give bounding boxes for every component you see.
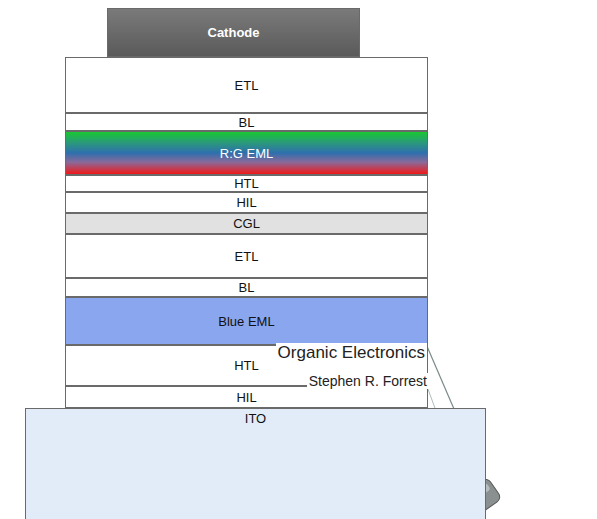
layer-label: BL [239,280,255,295]
layer-label: HIL [236,195,256,210]
layer-band: HTL [65,175,428,192]
layer-band: ETL [65,234,428,278]
layer-label: ITO [245,411,266,426]
layer-band: HIL [65,192,428,213]
emission-layer: Blue EML [65,297,428,345]
layer-label: ETL [235,249,259,264]
author-name: Stephen R. Forrest [307,373,429,389]
layer-band: BL [65,278,428,297]
layer-band: ETL [65,57,428,113]
layer-label: HTL [234,358,259,373]
cathode-layer: Cathode [107,8,360,57]
layer-label: BL [239,115,255,130]
layer-label: HTL [234,176,259,191]
book-title: Organic Electronics [276,343,427,363]
layer-label: Blue EML [218,314,274,329]
layer-band: HIL [65,386,428,408]
layer-label: R:G EML [220,146,273,161]
charge-generation-layer: CGL [65,213,428,234]
substrate-layer: ITO [25,408,486,519]
layer-label: Cathode [208,25,260,40]
layer-band: BL [65,113,428,131]
emission-layer: R:G EML [65,131,428,175]
layer-label: HIL [236,390,256,405]
layer-label: CGL [233,216,260,231]
layer-label: ETL [235,78,259,93]
